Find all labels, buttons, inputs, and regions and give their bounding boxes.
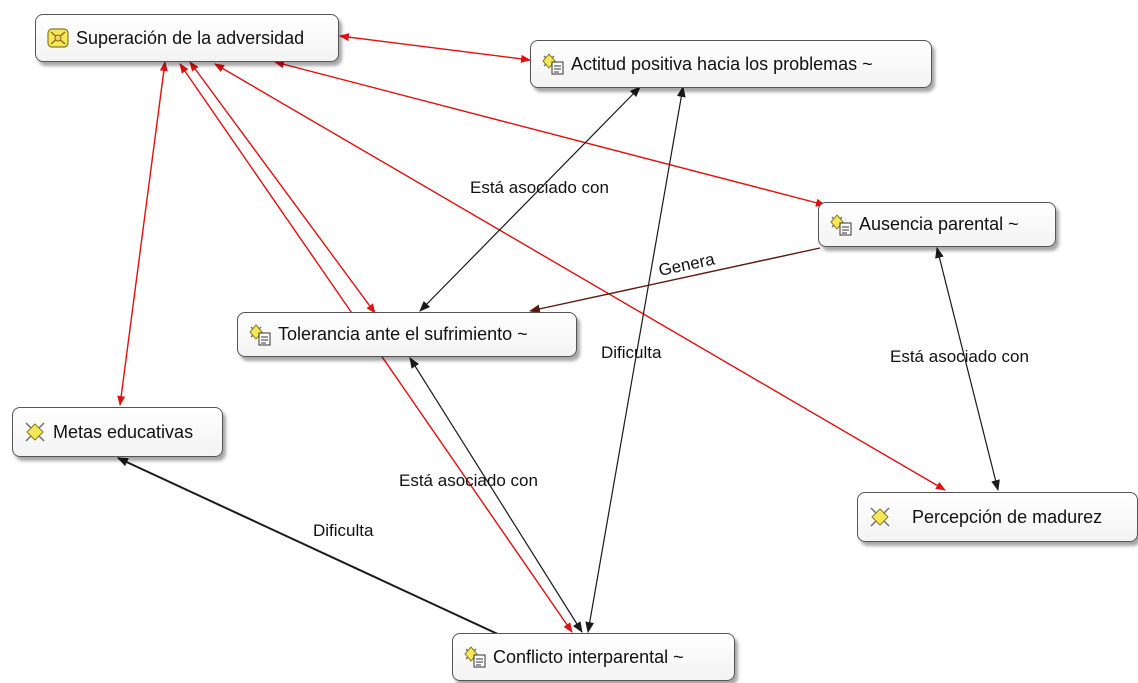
link-superacion-tolerancia[interactable] xyxy=(189,61,376,314)
link-tolerancia-conflicto[interactable] xyxy=(409,357,583,633)
link-actitud-conflicto[interactable] xyxy=(585,85,686,634)
label-actitud-conflicto: Dificulta xyxy=(601,343,662,362)
link-ausencia-percepcion[interactable] xyxy=(935,246,1000,492)
node-conflicto[interactable]: Conflicto interparental ~ xyxy=(452,633,735,681)
node-actitud[interactable]: Actitud positiva hacia los problemas ~ xyxy=(530,40,932,88)
link-superacion-percepcion[interactable] xyxy=(214,63,946,491)
link-ausencia-tolerancia[interactable] xyxy=(528,247,821,314)
node-metas[interactable]: Metas educativas xyxy=(12,407,223,457)
node-tolerancia[interactable]: Tolerancia ante el sufrimiento ~ xyxy=(237,312,577,357)
link-metas-conflicto[interactable] xyxy=(117,457,531,650)
code-memo-icon xyxy=(463,645,487,669)
node-label: Superación de la adversidad xyxy=(76,27,305,48)
node-label: Percepción de madurez xyxy=(912,506,1103,527)
code-icon xyxy=(868,505,892,529)
node-percepcion[interactable]: Percepción de madurez xyxy=(857,492,1138,542)
node-label: Actitud positiva hacia los problemas ~ xyxy=(571,53,873,74)
link-superacion-actitud[interactable] xyxy=(339,33,531,63)
family-icon xyxy=(46,26,70,50)
label-ausencia-tolerancia: Genera xyxy=(657,249,717,279)
code-memo-icon xyxy=(248,323,272,347)
link-superacion-metas[interactable] xyxy=(117,61,168,406)
code-icon xyxy=(23,420,47,444)
code-memo-icon xyxy=(829,213,853,237)
label-tolerancia-conflicto: Está asociado con xyxy=(399,471,538,490)
code-memo-icon xyxy=(541,52,565,76)
node-label: Tolerancia ante el sufrimiento ~ xyxy=(278,324,528,344)
node-label: Metas educativas xyxy=(53,421,194,442)
link-actitud-tolerancia[interactable] xyxy=(419,86,641,312)
label-ausencia-percepcion: Está asociado con xyxy=(890,347,1029,366)
node-label: Conflicto interparental ~ xyxy=(493,646,684,667)
label-actitud-tolerancia: Está asociado con xyxy=(470,178,609,197)
node-superacion[interactable]: Superación de la adversidad xyxy=(35,14,339,62)
node-label: Ausencia parental ~ xyxy=(859,214,1019,234)
label-metas-conflicto: Dificulta xyxy=(313,521,374,540)
node-ausencia[interactable]: Ausencia parental ~ xyxy=(818,202,1056,247)
